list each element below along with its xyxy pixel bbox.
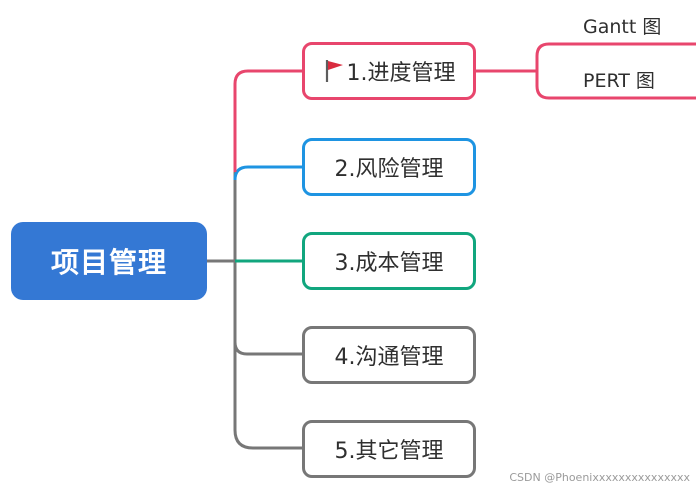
root-topic[interactable]: 项目管理 [11, 222, 207, 300]
branch-connector-risk [233, 165, 302, 181]
watermark: CSDN @Phoenixxxxxxxxxxxxxxx [509, 471, 690, 484]
branch-other-management[interactable]: 5.其它管理 [302, 420, 476, 478]
leaf-gantt-label: Gantt 图 [583, 16, 662, 38]
branch-connector-schedule [233, 69, 302, 172]
root-topic-label: 项目管理 [50, 246, 167, 279]
branch-schedule-label: 1.进度管理 [346, 61, 456, 86]
child-connector-pert [535, 71, 696, 100]
leaf-pert-label: PERT 图 [583, 70, 655, 92]
branch-cost-management[interactable]: 3.成本管理 [302, 232, 476, 290]
branch-risk-label: 2.风险管理 [334, 157, 444, 182]
trunk-line [233, 160, 302, 450]
branch-schedule-management[interactable]: 1.进度管理 [302, 42, 476, 100]
branch-other-label: 5.其它管理 [334, 439, 444, 464]
child-connector-gantt [535, 42, 696, 71]
branch-connector-communication [233, 341, 302, 356]
branch-communication-management[interactable]: 4.沟通管理 [302, 326, 476, 384]
branch-risk-management[interactable]: 2.风险管理 [302, 138, 476, 196]
branch-communication-label: 4.沟通管理 [334, 345, 444, 370]
branch-cost-label: 3.成本管理 [334, 251, 444, 276]
leaf-gantt-chart[interactable]: Gantt 图 [583, 12, 661, 39]
leaf-pert-chart[interactable]: PERT 图 [583, 66, 655, 93]
flag-icon [323, 58, 345, 84]
